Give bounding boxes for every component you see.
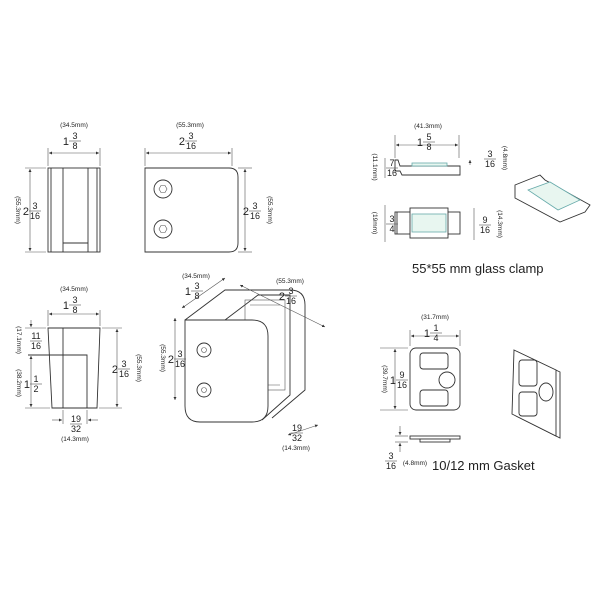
num-text: 3 xyxy=(72,131,77,141)
mm-text: (34.5mm) xyxy=(182,273,210,280)
den-text: 16 xyxy=(485,159,495,169)
num-text: 3 xyxy=(188,131,193,141)
whole-text: 2 xyxy=(179,136,185,148)
whole-text: 2 xyxy=(279,291,285,303)
den-text: 16 xyxy=(480,225,490,235)
whole-text: 1 xyxy=(185,286,191,298)
whole-text: 2 xyxy=(23,206,29,218)
gasket-drawing xyxy=(380,330,561,452)
num-text: 3 xyxy=(389,214,394,224)
mm-text: (41.3mm) xyxy=(414,123,442,130)
mm-text: (17.1mm) xyxy=(15,326,22,354)
mm-text: (39.7mm) xyxy=(381,365,388,393)
mm-text: (38.2mm) xyxy=(15,369,22,397)
gasket-label: 10/12 mm Gasket xyxy=(432,458,535,473)
num-text: 3 xyxy=(177,349,182,359)
whole-text: 1 xyxy=(417,137,423,149)
den-text: 2 xyxy=(33,384,38,394)
num-text: 19 xyxy=(71,414,81,424)
mm-text: (11.1mm) xyxy=(371,153,378,180)
den-text: 16 xyxy=(119,369,129,379)
den-text: 16 xyxy=(175,359,185,369)
whole-text: 2 xyxy=(168,354,174,366)
mm-text: (55.3mm) xyxy=(176,122,204,129)
side-view xyxy=(25,148,101,253)
den-text: 4 xyxy=(433,333,438,343)
bottom-view xyxy=(25,310,122,424)
mm-text: (55.3mm) xyxy=(276,278,304,285)
num-text: 3 xyxy=(388,451,393,461)
whole-text: 1 xyxy=(63,300,69,312)
den-text: 8 xyxy=(426,142,431,152)
bolt-icon xyxy=(153,179,173,199)
mm-text: (4.8mm) xyxy=(501,146,508,170)
den-text: 16 xyxy=(30,211,40,221)
mm-text: (34.5mm) xyxy=(60,122,88,129)
whole-text: 1 xyxy=(390,375,396,387)
mm-text: (31.7mm) xyxy=(421,314,449,321)
whole-text: 2 xyxy=(112,364,118,376)
mm-text: (19mm) xyxy=(371,212,378,234)
den-text: 32 xyxy=(292,433,302,443)
num-text: 3 xyxy=(487,149,492,159)
mm-text: (4.8mm) xyxy=(403,460,427,467)
den-text: 16 xyxy=(286,296,296,306)
den-text: 16 xyxy=(387,168,397,178)
num-text: 3 xyxy=(32,201,37,211)
mm-text: (55.3mm) xyxy=(266,196,273,224)
den-text: 8 xyxy=(194,291,199,301)
whole-text: 1 xyxy=(424,328,430,340)
face-view xyxy=(144,148,252,253)
den-text: 16 xyxy=(31,341,41,351)
mm-text: (14.3mm) xyxy=(61,436,89,443)
whole-text: 2 xyxy=(243,206,249,218)
den-text: 16 xyxy=(250,211,260,221)
num-text: 3 xyxy=(288,286,293,296)
glass-clamp-label: 55*55 mm glass clamp xyxy=(412,261,544,276)
mm-text: (55.3mm) xyxy=(135,354,142,382)
num-text: 3 xyxy=(252,201,257,211)
bolt-icon xyxy=(153,219,173,239)
num-text: 3 xyxy=(121,359,126,369)
num-text: 3 xyxy=(72,295,77,305)
den-text: 8 xyxy=(72,305,77,315)
mm-text: (55.3mm) xyxy=(14,196,21,224)
mm-text: (34.5mm) xyxy=(60,286,88,293)
den-text: 32 xyxy=(71,424,81,434)
num-text: 11 xyxy=(31,331,40,341)
num-text: 1 xyxy=(33,374,38,384)
mm-text: (14.3mm) xyxy=(282,445,310,452)
num-text: 9 xyxy=(399,370,404,380)
num-text: 19 xyxy=(292,423,302,433)
whole-text: 1 xyxy=(24,379,30,391)
den-text: 16 xyxy=(186,141,196,151)
whole-text: 1 xyxy=(63,136,69,148)
den-text: 16 xyxy=(386,461,396,471)
den-text: 16 xyxy=(397,380,407,390)
num-text: 7 xyxy=(389,158,394,168)
mm-text: (55.3mm) xyxy=(159,344,166,372)
den-text: 4 xyxy=(389,224,394,234)
den-text: 8 xyxy=(72,141,77,151)
mm-text: (14.3mm) xyxy=(496,210,503,238)
num-text: 1 xyxy=(433,323,438,333)
num-text: 3 xyxy=(194,281,199,291)
num-text: 9 xyxy=(482,215,487,225)
num-text: 5 xyxy=(426,132,431,142)
glass-clamp-drawing xyxy=(384,135,591,242)
isometric-view xyxy=(173,277,326,436)
